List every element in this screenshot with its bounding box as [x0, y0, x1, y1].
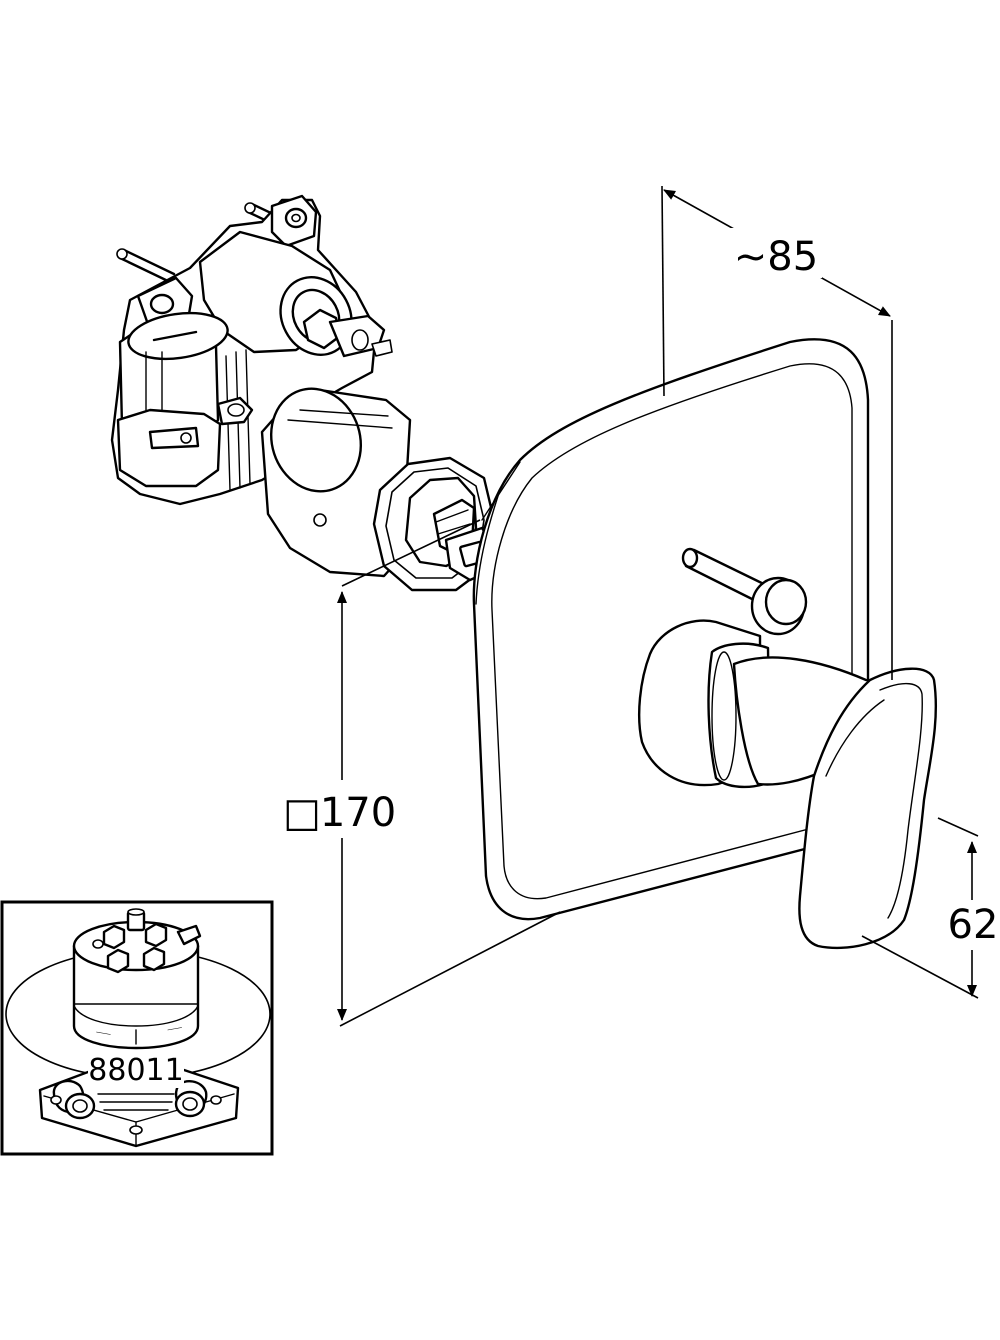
lever-handle: [637, 619, 938, 950]
valve-body: [110, 194, 393, 506]
valve-cartridge: [260, 387, 496, 592]
svg-text:────: ────: [166, 1024, 183, 1034]
handle-height-label: 62: [948, 902, 999, 948]
depth-dimension-label: ~85: [734, 234, 818, 280]
dimension-square-size: □ 170: [283, 519, 561, 1027]
dimension-handle-height: 62: [861, 817, 1000, 999]
square-symbol: □: [283, 790, 321, 836]
diverter-knob: [681, 547, 808, 636]
square-size-label: 170: [320, 790, 396, 836]
dimension-depth: ~85: [661, 185, 893, 680]
inset-part-number: 88011: [88, 1053, 183, 1088]
svg-text:────: ────: [95, 1029, 112, 1039]
inset-cartridge: ──── ────: [72, 908, 202, 1050]
inset-box: ──── ──── 88011: [0, 900, 274, 1156]
